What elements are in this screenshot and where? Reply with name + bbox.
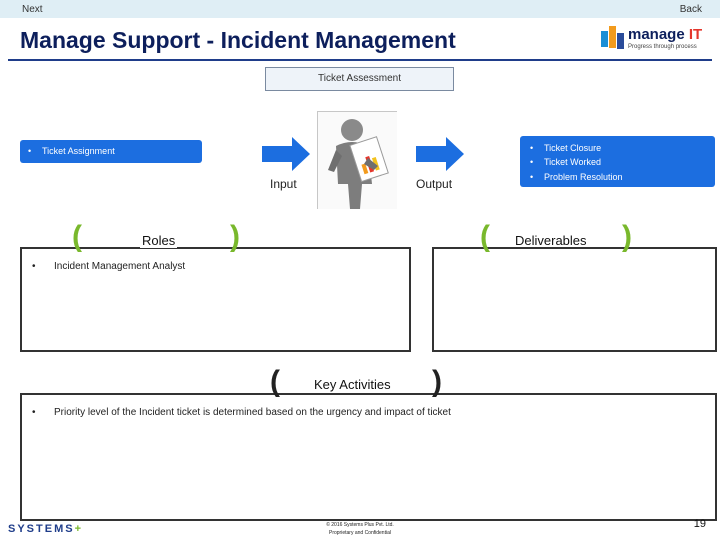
- title-divider: [8, 59, 712, 61]
- input-label: Input: [270, 177, 297, 191]
- input-bar: •Ticket Assignment: [20, 140, 202, 163]
- deliverables-header: Deliverables: [515, 233, 587, 248]
- arrow-right-icon: [262, 137, 310, 171]
- person-with-document-image: [317, 111, 397, 209]
- back-link[interactable]: Back: [679, 4, 702, 15]
- logo-mark-icon: [601, 26, 624, 49]
- next-link[interactable]: Next: [22, 4, 43, 15]
- page-title: Manage Support - Incident Management: [20, 27, 456, 53]
- output-item: •Problem Resolution: [530, 172, 623, 182]
- output-item: •Ticket Worked: [530, 157, 602, 167]
- manage-it-logo: manage IT Progress through process: [600, 24, 712, 54]
- logo-word-main: manage: [628, 26, 689, 43]
- activities-close-bracket: ): [432, 365, 442, 398]
- output-item-label: Ticket Worked: [544, 157, 602, 167]
- ticket-assessment-box: Ticket Assessment: [265, 67, 454, 91]
- page-number: 19: [693, 518, 706, 530]
- input-item: •Ticket Assignment: [28, 146, 115, 156]
- output-item: •Ticket Closure: [530, 143, 602, 153]
- input-item-label: Ticket Assignment: [42, 146, 115, 156]
- top-nav-bar: Next Back: [0, 0, 720, 18]
- deliverables-close-bracket: ): [622, 220, 632, 253]
- output-item-label: Problem Resolution: [544, 172, 623, 182]
- roles-open-bracket: (: [72, 220, 82, 253]
- footer-brand: SYSTEMS: [8, 523, 75, 535]
- copyright-line-2: Proprietary and Confidential: [329, 530, 391, 536]
- person-with-document-icon: [328, 119, 389, 209]
- systems-plus-logo: SYSTEMS+: [8, 523, 83, 535]
- deliverables-open-bracket: (: [480, 220, 490, 253]
- deliverables-panel: [432, 247, 717, 352]
- copyright-notice: © 2016 Systems Plus Pvt. Ltd. Proprietar…: [300, 521, 420, 537]
- roles-close-bracket: ): [230, 220, 240, 253]
- activity-item: •Priority level of the Incident ticket i…: [32, 407, 451, 418]
- footer-brand-plus: +: [74, 523, 84, 535]
- arrow-right-icon: [416, 137, 464, 171]
- activity-item-label: Priority level of the Incident ticket is…: [54, 407, 451, 418]
- role-item: •Incident Management Analyst: [32, 261, 186, 272]
- output-item-label: Ticket Closure: [544, 143, 602, 153]
- copyright-line-1: © 2016 Systems Plus Pvt. Ltd.: [326, 522, 394, 528]
- activities-open-bracket: (: [270, 365, 280, 398]
- key-activities-panel: •Priority level of the Incident ticket i…: [20, 393, 717, 521]
- output-label: Output: [416, 177, 453, 191]
- logo-tagline: Progress through process: [628, 44, 697, 50]
- roles-panel: •Incident Management Analyst: [20, 247, 411, 352]
- logo-wordmark: manage IT: [628, 26, 702, 43]
- key-activities-header: Key Activities: [312, 377, 393, 392]
- output-bar: •Ticket Closure •Ticket Worked •Problem …: [520, 136, 715, 187]
- logo-word-accent: IT: [688, 26, 703, 43]
- role-item-label: Incident Management Analyst: [54, 261, 186, 272]
- roles-header: Roles: [140, 233, 178, 248]
